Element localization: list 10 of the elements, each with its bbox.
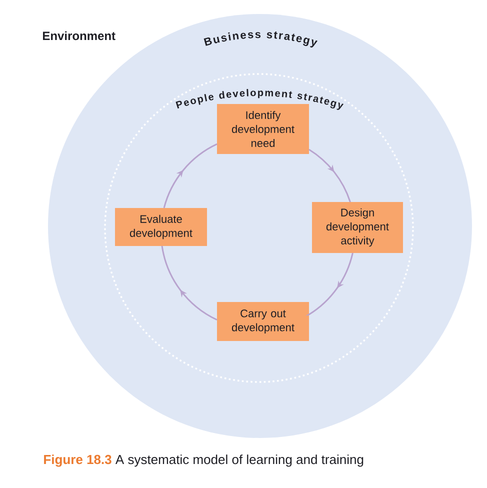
- process-box: Evaluate development: [115, 208, 207, 246]
- process-box: Identify development need: [217, 104, 309, 154]
- curved-arrow: [163, 143, 218, 208]
- figure-caption: Figure 18.3 A systematic model of learning and training: [44, 454, 364, 467]
- text-label: Environment: [43, 31, 116, 40]
- process-box: Carry out development: [217, 302, 309, 341]
- curved-arrow: [161, 245, 218, 321]
- process-box: Design development activity: [312, 202, 403, 253]
- curved-arrow: [308, 252, 354, 316]
- curved-arrow: [308, 148, 351, 203]
